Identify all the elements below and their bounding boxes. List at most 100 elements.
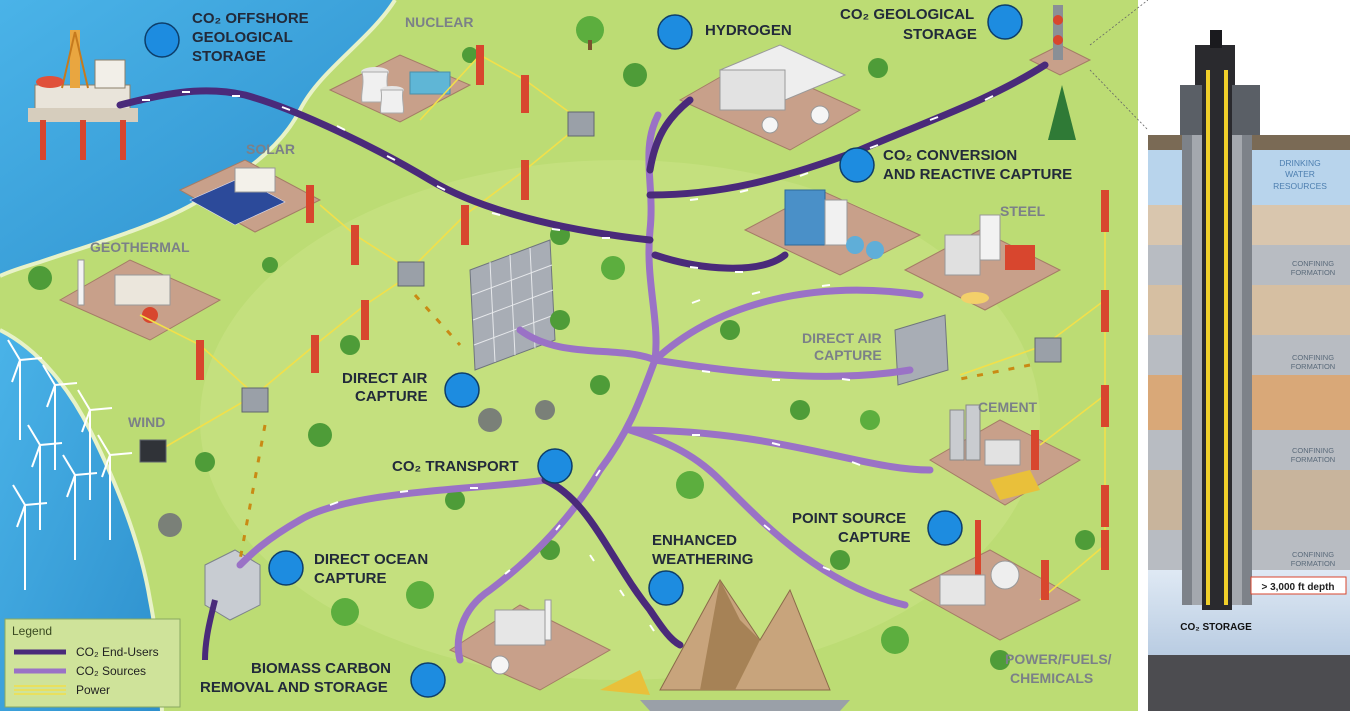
marker-weathering	[648, 570, 684, 606]
offshore-label: CO₂ OFFSHORE GEOLOGICAL STORAGE	[192, 10, 309, 65]
legend-title: Legend	[12, 624, 52, 638]
biomass-plant	[490, 599, 552, 675]
transport-label: CO₂ TRANSPORT	[392, 458, 519, 475]
cement-label: CEMENT	[978, 399, 1038, 415]
marker-offshore	[144, 22, 180, 58]
svg-text:STORAGE: STORAGE	[192, 48, 266, 65]
legend-item-power: Power	[76, 683, 110, 697]
geothermal-plant	[77, 259, 171, 323]
cement-plant	[949, 404, 1040, 500]
marker-point-source	[927, 510, 963, 546]
svg-text:DIRECT AIR: DIRECT AIR	[802, 330, 882, 346]
svg-text:DIRECT OCEAN: DIRECT OCEAN	[314, 551, 428, 568]
nuclear-label: NUCLEAR	[405, 14, 473, 30]
callout-line-top	[1089, 0, 1149, 46]
geo-storage-label: CO₂ GEOLOGICAL STORAGE	[840, 6, 977, 43]
legend-item-end-users: CO₂ End-Users	[76, 645, 159, 659]
svg-text:CONFINING: CONFINING	[1292, 446, 1334, 455]
svg-text:REMOVAL AND STORAGE: REMOVAL AND STORAGE	[200, 679, 388, 696]
callout-line-bottom	[1089, 69, 1149, 131]
svg-text:FORMATION: FORMATION	[1291, 455, 1335, 464]
svg-text:FORMATION: FORMATION	[1291, 559, 1335, 568]
substations	[139, 111, 1062, 463]
trees-and-bushes	[28, 16, 1095, 670]
nuclear-plant	[361, 67, 451, 114]
svg-text:CO₂ GEOLOGICAL: CO₂ GEOLOGICAL	[840, 6, 974, 23]
svg-text:CO₂ CONVERSION: CO₂ CONVERSION	[883, 147, 1017, 164]
marker-transport	[537, 448, 573, 484]
svg-text:CAPTURE: CAPTURE	[355, 388, 428, 405]
pipe-flow-arrows	[142, 91, 994, 632]
svg-text:STORAGE: STORAGE	[903, 26, 977, 43]
svg-text:CAPTURE: CAPTURE	[814, 347, 882, 363]
conversion-plant	[784, 189, 884, 259]
steel-label: STEEL	[1000, 203, 1046, 219]
marker-ocean	[268, 550, 304, 586]
ocean-label: DIRECT OCEAN CAPTURE	[314, 551, 428, 587]
svg-text:CO₂ OFFSHORE: CO₂ OFFSHORE	[192, 10, 309, 27]
marker-conversion	[839, 147, 875, 183]
marker-biomass	[410, 662, 446, 698]
co2-source-pipelines	[236, 111, 934, 664]
svg-text:AND REACTIVE CAPTURE: AND REACTIVE CAPTURE	[883, 166, 1072, 183]
weathering-mountains	[600, 579, 850, 711]
geothermal-label: GEOTHERMAL	[90, 239, 190, 255]
biomass-label: BIOMASS CARBON REMOVAL AND STORAGE	[200, 660, 391, 696]
hydrogen-plant	[718, 44, 847, 134]
svg-text:CAPTURE: CAPTURE	[838, 529, 911, 546]
well-cross-section	[1148, 0, 1350, 711]
legend-box	[4, 618, 181, 708]
point-source-label: POINT SOURCE CAPTURE	[792, 510, 911, 546]
co2-end-user-pipelines	[116, 61, 1049, 649]
well-labels: DRINKING WATER RESOURCES CONFINING FORMA…	[1180, 158, 1347, 633]
solar-label: SOLAR	[246, 141, 295, 157]
legend: Legend CO₂ End-Users CO₂ Sources Power	[4, 618, 181, 708]
marker-hydrogen	[657, 14, 693, 50]
solar-farm	[189, 167, 286, 226]
svg-text:CONFINING: CONFINING	[1292, 353, 1334, 362]
power-lines	[139, 54, 1106, 601]
weathering-label: ENHANCED WEATHERING	[652, 532, 753, 568]
svg-text:DIRECT AIR: DIRECT AIR	[342, 370, 427, 387]
hydrogen-label: HYDROGEN	[705, 22, 792, 39]
conversion-label: CO₂ CONVERSION AND REACTIVE CAPTURE	[883, 147, 1072, 183]
wind-turbines	[7, 339, 133, 590]
svg-text:CAPTURE: CAPTURE	[314, 570, 387, 587]
svg-text:BIOMASS CARBON: BIOMASS CARBON	[251, 660, 391, 677]
transmission-towers	[196, 45, 1109, 600]
sea-bottom-left	[0, 330, 162, 711]
svg-text:ENHANCED: ENHANCED	[652, 532, 737, 549]
power-plant	[939, 520, 1020, 606]
depth-label: > 3,000 ft depth	[1261, 582, 1334, 593]
storage-label: CO₂ STORAGE	[1180, 622, 1252, 633]
marker-geo-storage	[987, 4, 1023, 40]
power-fuels-label: POWER/FUELS/ CHEMICALS	[1005, 651, 1112, 686]
ocean-capture-unit	[202, 549, 261, 661]
power-pad	[908, 549, 1082, 641]
legend-swatch-power	[14, 685, 66, 695]
svg-text:POINT SOURCE: POINT SOURCE	[792, 510, 906, 527]
steel-plant	[944, 214, 1035, 304]
svg-text:CONFINING: CONFINING	[1292, 550, 1334, 559]
power-flow-arrows	[238, 293, 1031, 561]
marker-dac	[444, 372, 480, 408]
svg-text:WATER: WATER	[1285, 169, 1315, 179]
geological-storage-well	[1053, 5, 1063, 60]
svg-text:WEATHERING: WEATHERING	[652, 551, 753, 568]
offshore-platform	[28, 30, 138, 160]
svg-text:POWER/FUELS/: POWER/FUELS/	[1005, 651, 1112, 667]
dac-label: DIRECT AIR CAPTURE	[342, 370, 428, 405]
svg-text:FORMATION: FORMATION	[1291, 268, 1335, 277]
svg-text:CONFINING: CONFINING	[1292, 259, 1334, 268]
dac-grey-label: DIRECT AIR CAPTURE	[802, 330, 882, 363]
location-markers	[144, 4, 1023, 698]
depth-box	[1250, 576, 1347, 595]
svg-text:GEOLOGICAL: GEOLOGICAL	[192, 29, 293, 46]
legend-item-sources: CO₂ Sources	[76, 664, 146, 678]
svg-text:RESOURCES: RESOURCES	[1273, 181, 1327, 191]
svg-text:FORMATION: FORMATION	[1291, 362, 1335, 371]
wind-label: WIND	[128, 414, 165, 430]
svg-text:DRINKING: DRINKING	[1279, 158, 1321, 168]
svg-text:CHEMICALS: CHEMICALS	[1010, 670, 1093, 686]
